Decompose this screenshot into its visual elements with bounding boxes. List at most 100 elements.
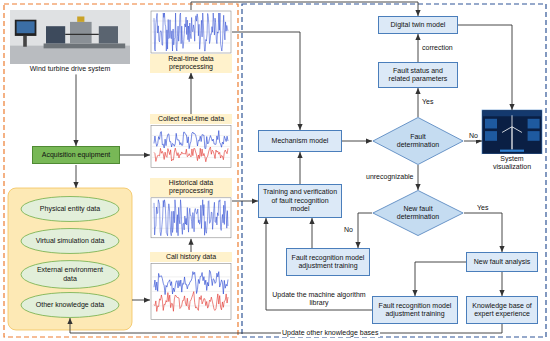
node-label: Fault recognition model adjustment train… <box>376 302 454 319</box>
illustration-part <box>528 131 540 141</box>
node-label: New fault determination <box>392 205 444 222</box>
illustration-part <box>10 10 130 64</box>
wave-illustration <box>151 198 231 238</box>
signal-trace <box>154 270 228 294</box>
node-label: Acquisition equipment <box>42 151 111 159</box>
turbine-tower <box>511 127 512 150</box>
rig-illustration <box>10 10 130 64</box>
turbine-blade <box>502 127 512 133</box>
data-ellipse: Other knowledge data <box>20 292 120 318</box>
illustration-part <box>485 119 497 129</box>
flow-arrow <box>132 300 150 301</box>
node-label: Knowledge base of expert experience <box>470 302 534 319</box>
edge-label: Update other knowledge bases <box>281 329 380 337</box>
shaft <box>65 34 99 35</box>
process-box: Mechanism model <box>258 130 342 152</box>
node-label: Training and verification of fault recog… <box>262 188 338 213</box>
device-box: Acquisition equipment <box>32 146 120 164</box>
illustration-part <box>23 36 27 47</box>
illustration-part <box>10 46 130 64</box>
data-ellipse: Virtual simulation data <box>20 228 120 254</box>
picture-area <box>150 262 232 320</box>
process-box: Fault status and related parameters <box>378 62 458 88</box>
node-label: External environment data <box>34 266 106 283</box>
illustration-part <box>44 43 126 48</box>
chart-panel: Real-time data preprocessing <box>150 10 232 73</box>
node-label: Virtual simulation data <box>34 237 106 245</box>
flow-arrow <box>76 165 77 188</box>
signal-trace <box>154 147 228 162</box>
flow-arrow <box>312 218 313 248</box>
illustration-part <box>17 21 35 33</box>
caption-band: Call history data <box>150 252 232 262</box>
region-border <box>4 4 238 337</box>
edge-label: correction <box>421 44 454 52</box>
flow-arrow <box>418 165 419 190</box>
illustration-part <box>485 131 497 141</box>
illustration-part <box>151 125 231 167</box>
node-label: System visualization <box>484 155 540 172</box>
decision-diamond: Fault determination <box>372 117 464 165</box>
flow-arrow <box>191 73 192 114</box>
turbine-blade <box>512 115 513 126</box>
picture-area <box>10 10 130 64</box>
dual-illustration <box>151 263 231 319</box>
screen-illustration <box>482 110 542 154</box>
data-ellipse: External environment data <box>20 260 120 289</box>
node-label: Collect real-time data <box>152 115 230 123</box>
flow-arrow <box>502 272 503 296</box>
illustration-part <box>151 11 231 53</box>
text-holder: Fault determination <box>392 133 444 150</box>
illustration-part <box>151 263 231 319</box>
picture-area <box>482 110 542 154</box>
flow-arrow <box>191 239 192 252</box>
wave-illustration <box>151 11 231 53</box>
edge-label: No <box>468 132 479 140</box>
process-box: Fault recognition model adjustment train… <box>372 296 458 324</box>
illustration-part <box>151 198 231 238</box>
process-box: Training and verification of fault recog… <box>258 184 342 218</box>
flow-arrow <box>266 218 372 310</box>
flow-arrow <box>458 25 512 110</box>
flow-arrow <box>232 201 258 202</box>
caption-band: Real-time data preprocessing <box>150 54 232 73</box>
flow-arrow <box>464 213 502 252</box>
flow-arrow <box>358 213 372 248</box>
chart-panel: Historical data preprocessing <box>150 178 232 239</box>
illustrations <box>10 10 542 319</box>
signal-trace <box>154 13 228 51</box>
edge-label: Update the machine algorithm library <box>270 291 368 308</box>
signal-trace <box>154 131 228 149</box>
caption-band: System visualization <box>482 154 542 173</box>
node-label: Physical entity data <box>34 205 106 213</box>
edge-label: Yes <box>421 98 434 106</box>
node-label: New fault analysis <box>474 258 530 266</box>
grid-line <box>152 228 230 229</box>
node-label: Other knowledge data <box>34 301 106 309</box>
edge-label: unrecognizable <box>365 173 414 181</box>
illustration-part <box>500 150 524 152</box>
picture-area <box>150 124 232 168</box>
node-label: Fault recognition model adjustment train… <box>290 254 366 271</box>
node-label: Historical data preprocessing <box>152 179 230 196</box>
dual-illustration <box>151 125 231 167</box>
node-label: Mechanism model <box>272 137 329 145</box>
turbine-blade <box>512 127 522 133</box>
grid-line <box>152 43 230 44</box>
text-holder: New fault determination <box>392 205 444 222</box>
caption-band: Collect real-time data <box>150 114 232 124</box>
data-panel <box>8 188 132 330</box>
signal-trace <box>154 292 228 312</box>
data-ellipse: Physical entity data <box>20 196 120 222</box>
node-label: Call history data <box>152 253 230 261</box>
picture-area <box>150 10 232 54</box>
flow-arrow <box>76 74 77 146</box>
ellipse-shape <box>21 229 119 254</box>
flow-arrow <box>300 152 301 184</box>
grid-line <box>152 276 230 277</box>
illustration-part <box>15 20 37 36</box>
picture-area <box>150 197 232 239</box>
ellipse-shape <box>21 261 119 289</box>
